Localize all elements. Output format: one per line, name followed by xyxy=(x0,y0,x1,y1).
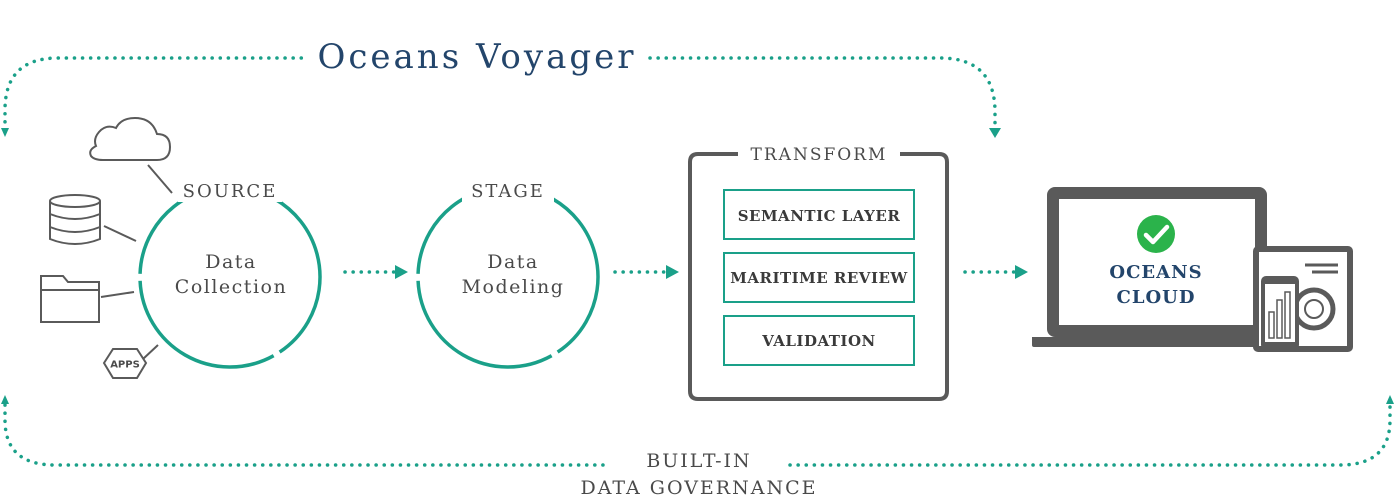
arrow-right-icon xyxy=(395,265,408,279)
source-label: SOURCE xyxy=(183,181,278,202)
bottom-loop-left-line xyxy=(5,405,605,465)
page-title: Oceans Voyager xyxy=(318,37,637,77)
arrow-stage-to-transform xyxy=(615,265,679,279)
arrow-source-to-stage xyxy=(345,265,408,279)
source-title-line1: Data xyxy=(205,251,257,273)
check-circle-icon xyxy=(1137,215,1175,253)
bottom-loop-right-line xyxy=(790,405,1390,465)
stage-title-line1: Data xyxy=(487,251,539,273)
stage-title-line2: Modeling xyxy=(462,276,565,298)
database-icon xyxy=(50,195,100,244)
arrow-right-icon xyxy=(1015,265,1028,279)
folder-icon xyxy=(41,276,99,322)
source-title-line2: Collection xyxy=(175,276,287,298)
database-connector xyxy=(104,226,136,241)
bottom-loop: BUILT-IN DATA GOVERNANCE xyxy=(1,395,1394,499)
top-left-arrowhead-icon xyxy=(1,128,9,137)
governance-line1: BUILT-IN xyxy=(646,450,751,472)
transform-item-label: VALIDATION xyxy=(761,332,875,350)
top-loop-left-line xyxy=(5,58,305,130)
phone-icon xyxy=(1261,276,1299,350)
top-loop-right-line xyxy=(650,58,995,126)
bottom-left-arrowhead-icon xyxy=(1,395,9,404)
cloud-icon xyxy=(90,118,170,160)
apps-label: APPS xyxy=(110,360,140,371)
cloud-connector xyxy=(148,165,172,193)
destination-devices: OCEANS CLOUD xyxy=(1032,187,1353,352)
stage-stage: STAGE Data Modeling xyxy=(385,154,631,400)
transform-stage: TRANSFORM SEMANTIC LAYER MARITIME REVIEW… xyxy=(690,145,947,399)
top-right-arrowhead-icon xyxy=(989,128,1001,138)
stage-label: STAGE xyxy=(471,181,545,202)
governance-line2: DATA GOVERNANCE xyxy=(580,477,817,499)
transform-item-label: SEMANTIC LAYER xyxy=(738,207,901,225)
source-icons xyxy=(41,118,172,378)
folder-connector xyxy=(101,292,134,297)
apps-connector xyxy=(143,345,158,359)
source-stage: SOURCE Data Collection xyxy=(107,154,353,400)
transform-label: TRANSFORM xyxy=(751,145,888,165)
arrow-right-icon xyxy=(666,265,679,279)
bottom-right-arrowhead-icon xyxy=(1386,395,1394,404)
arrow-transform-to-cloud xyxy=(965,265,1028,279)
transform-item-label: MARITIME REVIEW xyxy=(730,269,908,287)
destination-title-line1: OCEANS xyxy=(1109,262,1202,283)
destination-title-line2: CLOUD xyxy=(1117,287,1196,308)
